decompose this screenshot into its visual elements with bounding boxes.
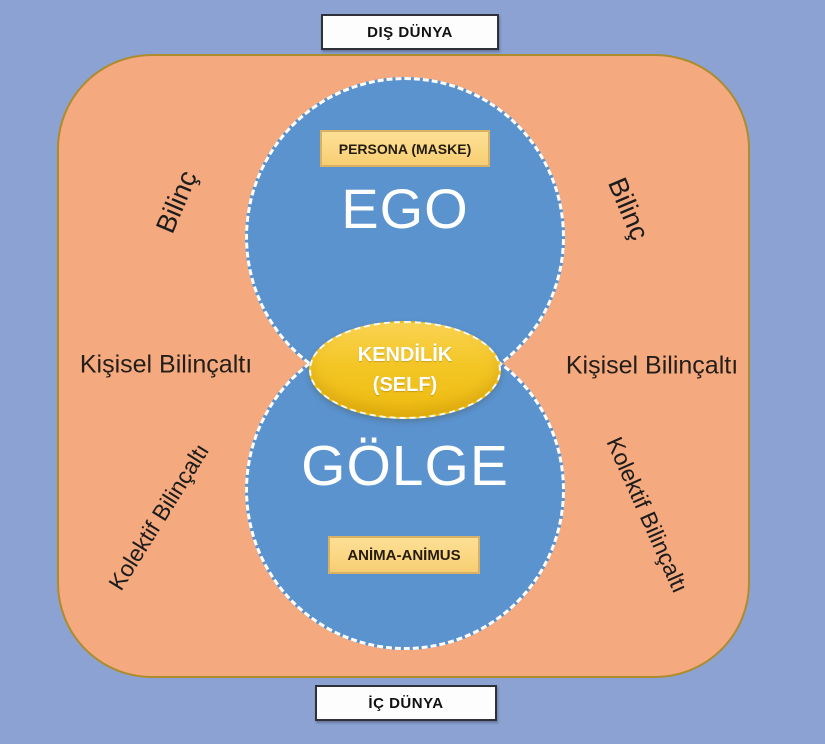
self-ellipse: KENDİLİK (SELF) (309, 321, 501, 419)
self-title-line2: (SELF) (372, 373, 438, 396)
self-title-line1: KENDİLİK (357, 343, 453, 366)
kisisel-bilincalti-label-right: Kişisel Bilinçaltı (565, 351, 739, 380)
anima-animus-badge: ANİMA-ANİMUS (328, 536, 480, 574)
anima-animus-badge-text: ANİMA-ANİMUS (347, 546, 461, 564)
golge-title: GÖLGE (301, 434, 509, 498)
ego-title: EGO (341, 177, 469, 240)
outer-world-label: DIŞ DÜNYA (321, 14, 499, 50)
persona-badge: PERSONA (MASKE) (320, 130, 490, 167)
inner-world-text: İÇ DÜNYA (368, 694, 444, 712)
inner-world-label: İÇ DÜNYA (315, 685, 497, 721)
outer-world-text: DIŞ DÜNYA (367, 23, 453, 41)
kisisel-bilincalti-label-left: Kişisel Bilinçaltı (79, 350, 253, 379)
persona-badge-text: PERSONA (MASKE) (338, 140, 472, 157)
